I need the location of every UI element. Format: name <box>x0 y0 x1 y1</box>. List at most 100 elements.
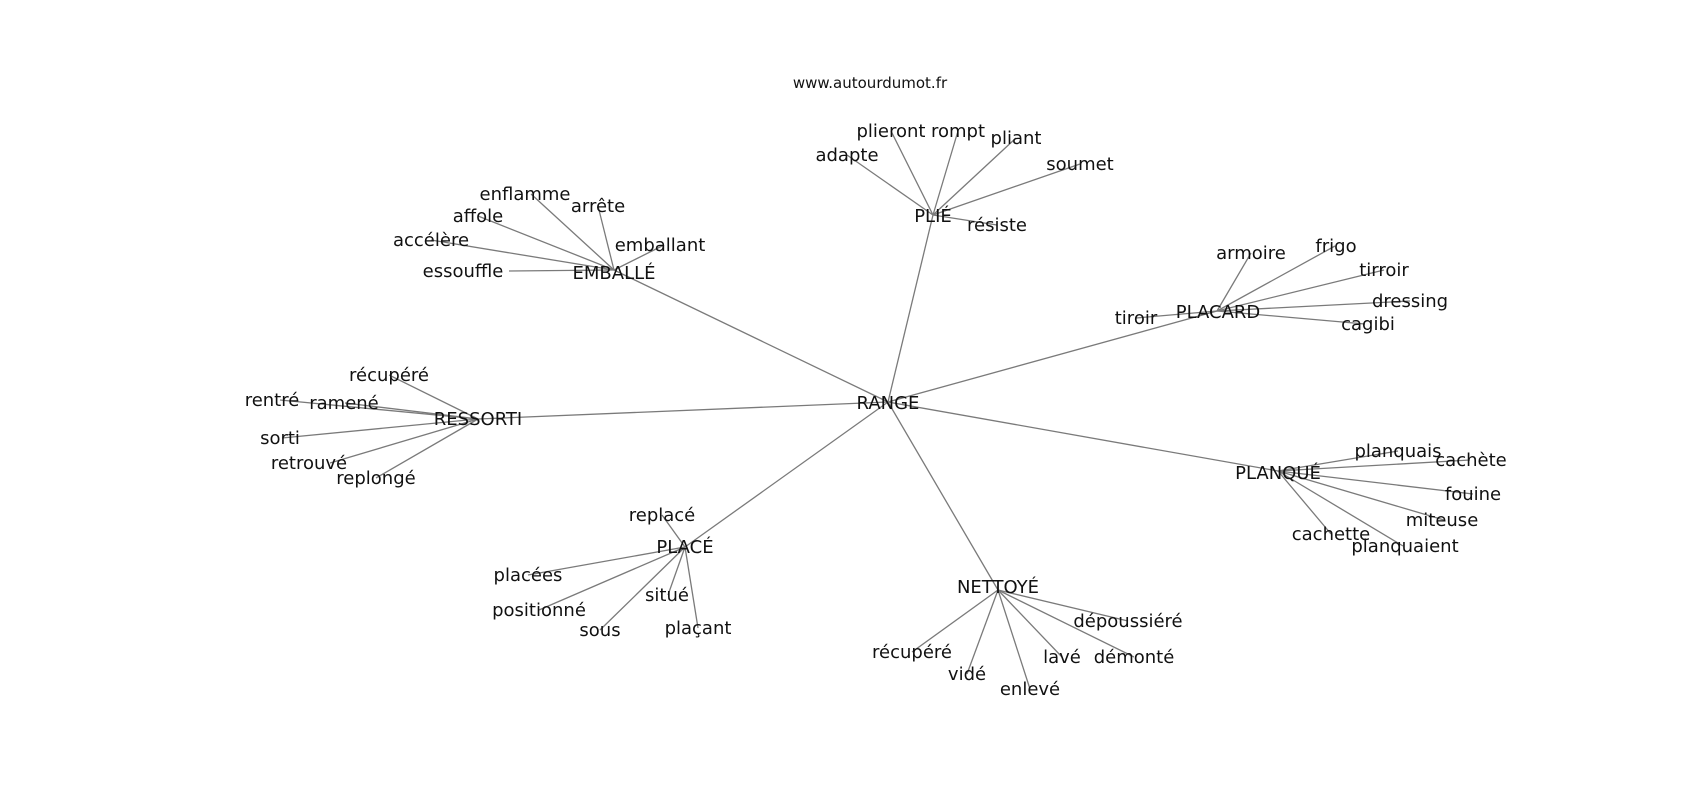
edge-emballe-leaf <box>430 239 615 271</box>
edge-nettoye-leaf <box>997 589 1031 690</box>
leaf-word: arrête <box>571 196 625 217</box>
edge-place-leaf <box>661 514 686 548</box>
edge-placard-leaf <box>1135 310 1218 319</box>
edge-nettoye-leaf <box>997 589 1135 658</box>
leaf-word: lavé <box>1043 647 1081 668</box>
edge-center-placard <box>887 310 1218 403</box>
leaf-word: miteuse <box>1406 510 1479 531</box>
leaf-word: enflamme <box>480 184 571 205</box>
leaf-word: dépoussiéré <box>1073 611 1182 632</box>
edge-plie-leaf <box>846 154 934 216</box>
leaf-word: rompt <box>931 121 985 142</box>
edge-emballe-leaf <box>477 215 615 271</box>
leaf-word: cachette <box>1292 524 1371 545</box>
edge-center-nettoye <box>887 401 999 591</box>
leaf-word: pliant <box>991 128 1042 149</box>
leaf-word: placées <box>494 565 563 586</box>
edge-plie-leaf <box>932 163 1081 216</box>
leaf-word: situé <box>645 585 689 606</box>
leaf-word: sorti <box>260 428 300 449</box>
edge-emballe-leaf <box>508 269 615 272</box>
edge-center-emballe <box>613 269 889 403</box>
hub-word-emballe: EMBALLÉ <box>573 262 656 284</box>
edge-placard-leaf <box>1216 269 1385 312</box>
leaf-word: sous <box>579 620 620 641</box>
leaf-word: soumet <box>1046 154 1113 175</box>
leaf-word: tirroir <box>1359 260 1409 281</box>
edge-planque-leaf <box>1277 459 1471 472</box>
edge-planque-leaf <box>1277 470 1404 547</box>
edge-placard-leaf <box>1216 252 1252 312</box>
leaf-word: tiroir <box>1115 308 1158 329</box>
hub-word-ressorti: RESSORTI <box>434 409 522 430</box>
leaf-word: enlevé <box>1000 679 1060 700</box>
leaf-word: dressing <box>1372 291 1448 312</box>
leaf-word: affole <box>453 206 504 227</box>
edge-placard-leaf <box>1216 300 1411 312</box>
graph-edges <box>279 130 1474 690</box>
leaf-word: adapte <box>815 145 878 166</box>
edge-nettoye-leaf <box>966 589 999 675</box>
leaf-word: ramené <box>309 393 379 414</box>
edge-center-ressorti <box>477 401 889 420</box>
edge-nettoye-leaf <box>997 589 1129 622</box>
edge-ressorti-leaf <box>279 399 479 420</box>
edge-nettoye-leaf <box>911 589 999 653</box>
leaf-word: armoire <box>1216 243 1286 264</box>
edge-place-leaf <box>667 546 686 596</box>
center-word: RANGE <box>857 393 920 414</box>
edge-planque-leaf <box>1277 470 1474 495</box>
edge-ressorti-leaf <box>281 418 479 439</box>
edge-planque-leaf <box>1277 470 1332 535</box>
hub-word-plie: PLIÉ <box>914 205 952 227</box>
site-url: www.autourdumot.fr <box>793 74 948 92</box>
leaf-word: positionné <box>492 600 586 621</box>
leaf-word: planquais <box>1354 441 1441 462</box>
leaf-word: démonté <box>1094 647 1175 668</box>
leaf-word: fouine <box>1445 484 1501 505</box>
edge-place-leaf <box>527 546 686 576</box>
leaf-word: résiste <box>967 215 1027 236</box>
hub-word-nettoye: NETTOYÉ <box>957 576 1039 598</box>
edge-place-leaf <box>599 546 686 631</box>
hub-word-place: PLACÉ <box>656 536 713 558</box>
leaf-word: essouffle <box>423 261 504 282</box>
leaf-word: cagibi <box>1341 314 1395 335</box>
edge-placard-leaf <box>1216 310 1366 325</box>
edge-nettoye-leaf <box>997 589 1063 658</box>
leaf-word: replacé <box>629 505 696 526</box>
edge-center-planque <box>887 401 1279 472</box>
edge-emballe-leaf <box>597 205 615 271</box>
leaf-word: rentré <box>245 390 300 411</box>
leaf-word: planquaient <box>1351 536 1458 557</box>
edge-planque-leaf <box>1277 470 1445 521</box>
hub-word-planque: PLANQUÉ <box>1235 462 1321 484</box>
edge-ressorti-leaf <box>344 402 479 420</box>
edge-center-plie <box>887 214 934 403</box>
edge-place-leaf <box>538 546 686 611</box>
edge-emballe-leaf <box>530 193 615 271</box>
edge-ressorti-leaf <box>375 418 479 479</box>
edge-plie-leaf <box>932 214 998 226</box>
leaf-word: accélère <box>393 230 469 251</box>
leaf-word: retrouvé <box>271 453 347 474</box>
edge-ressorti-leaf <box>388 374 479 420</box>
edge-place-leaf <box>684 546 699 629</box>
edge-placard-leaf <box>1216 245 1336 312</box>
leaf-word: cachète <box>1435 450 1506 471</box>
edge-plie-leaf <box>932 137 1017 216</box>
edge-planque-leaf <box>1277 450 1399 472</box>
leaf-word: replongé <box>336 468 415 489</box>
leaf-word: récupéré <box>872 642 952 663</box>
edge-emballe-leaf <box>613 244 665 271</box>
edge-plie-leaf <box>890 130 934 216</box>
hub-word-placard: PLACARD <box>1176 302 1261 323</box>
edge-ressorti-leaf <box>329 418 479 464</box>
leaf-word: vidé <box>948 664 986 685</box>
leaf-word: emballant <box>615 235 706 256</box>
leaf-word: plieront <box>857 121 926 142</box>
leaf-word: récupéré <box>349 365 429 386</box>
leaf-word: frigo <box>1315 236 1356 257</box>
